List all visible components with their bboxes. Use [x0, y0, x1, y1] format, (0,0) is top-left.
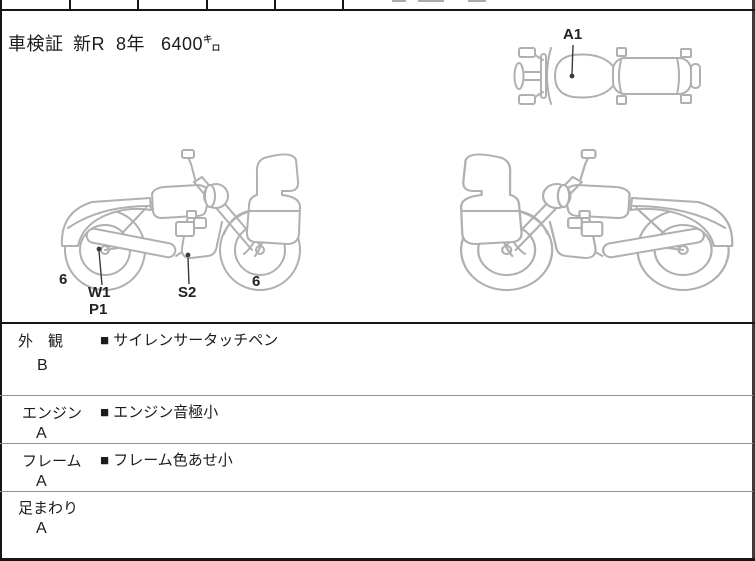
motorcycle-top-view-diagram	[513, 44, 701, 105]
damage-label-front-six: 6	[252, 273, 261, 290]
section-divider	[0, 322, 755, 324]
row-divider	[0, 491, 753, 492]
top-row-bottom-rule	[0, 9, 755, 11]
top-row-divider	[342, 0, 344, 9]
top-row-divider	[274, 0, 276, 9]
sheet-right-border	[752, 0, 755, 561]
damage-label-s2: S2	[178, 284, 197, 301]
row-comment: ■ フレーム色あせ小	[100, 452, 233, 469]
top-row-divider	[69, 0, 71, 9]
clipped-text-fragment	[468, 0, 486, 2]
registration-year: 8年	[116, 34, 146, 54]
row-grade: A	[36, 473, 47, 490]
top-row-divider	[206, 0, 208, 9]
clipped-text-fragment	[392, 0, 406, 2]
registration-label: 車検証	[8, 34, 64, 54]
row-grade: B	[37, 357, 48, 374]
motorcycle-side-left-view-diagram	[459, 148, 734, 292]
sheet-bottom-border	[0, 558, 755, 561]
row-divider	[0, 395, 753, 396]
clipped-text-fragment	[418, 0, 444, 2]
damage-label-w1: W1	[88, 284, 111, 301]
damage-label-rear-six: 6	[59, 271, 68, 288]
sheet-left-border	[0, 0, 2, 561]
row-comment: ■ エンジン音極小	[100, 404, 219, 421]
row-comment: ■ サイレンサータッチペン	[100, 332, 279, 349]
damage-label-a1: A1	[563, 26, 583, 43]
row-label: 足まわり	[18, 500, 79, 517]
damage-label-p1: P1	[89, 301, 108, 318]
row-grade: A	[36, 425, 47, 442]
row-label: エンジン	[22, 405, 83, 422]
registration-era: 新R	[73, 34, 105, 54]
motorcycle-side-right-view-diagram	[60, 149, 301, 291]
row-label: 外 観	[18, 333, 64, 350]
row-grade: A	[36, 520, 47, 537]
top-row-divider	[137, 0, 139, 9]
row-label: フレーム	[22, 453, 82, 470]
mileage-value: 6400㌔	[161, 34, 222, 54]
row-divider	[0, 443, 753, 444]
